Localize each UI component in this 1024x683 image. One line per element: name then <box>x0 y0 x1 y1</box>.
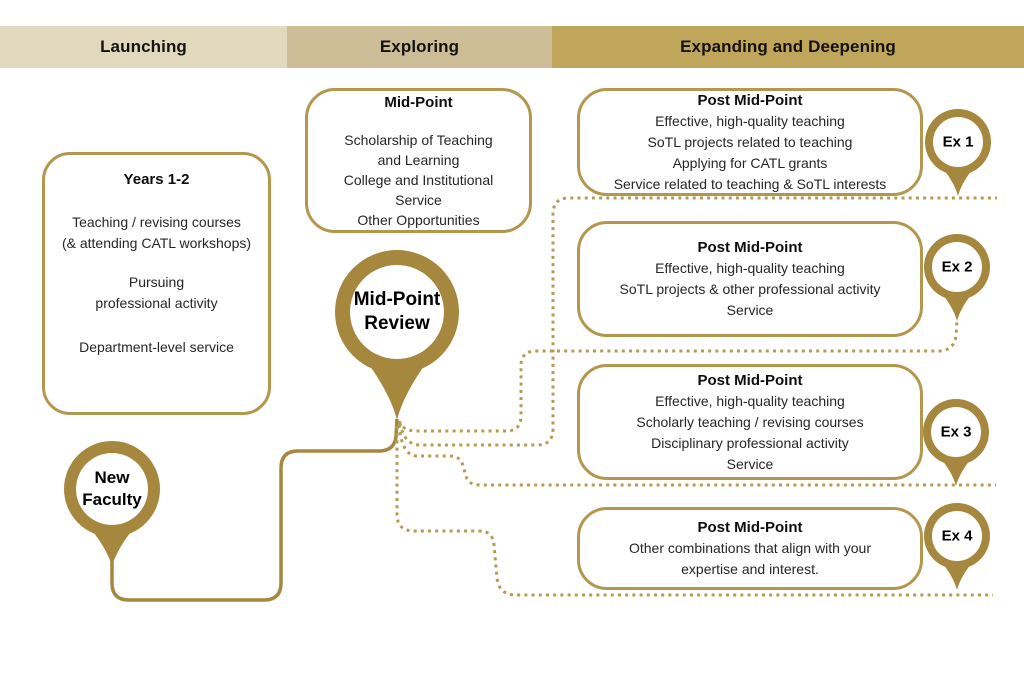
new-faculty-pin-label: New Faculty <box>82 468 142 509</box>
box-line: Other combinations that align with your <box>628 540 871 556</box>
box-line: Other Opportunities <box>357 212 480 228</box>
box-line: Teaching / revising courses <box>72 214 241 230</box>
midpoint-review-pin-label: Mid-Point Review <box>353 289 441 334</box>
ex3-pin <box>923 399 989 486</box>
box-line: Effective, high-quality teaching <box>655 260 845 276</box>
box-title: Post Mid-Point <box>697 519 803 536</box>
box-line: (& attending CATL workshops) <box>61 235 252 251</box>
ex2-pin <box>924 234 990 321</box>
box-line: SoTL projects related to teaching <box>647 133 853 150</box>
box-line: professional activity <box>95 295 218 311</box>
box-line: Scholarly teaching / revising courses <box>636 413 864 430</box>
phase-header-exploring: Exploring <box>287 26 552 68</box>
phase-header-launching: Launching <box>0 26 287 68</box>
ex2-pin-label: Ex 2 <box>941 258 973 276</box>
connector-midpoint-to-ex1 <box>398 196 997 447</box>
box-line: Scholarship of Teaching <box>344 132 493 148</box>
years-1-2-box: Years 1-2 Teaching / revising courses (&… <box>42 152 271 415</box>
box-line: Service <box>395 192 442 208</box>
box-line: Service <box>726 302 774 318</box>
box-title: Years 1-2 <box>123 171 190 188</box>
box-line: College and Institutional <box>343 172 494 188</box>
box-line: Effective, high-quality teaching <box>655 392 845 409</box>
box-line: Service related to teaching & SoTL inter… <box>613 175 887 192</box>
ex3-pin-label: Ex 3 <box>940 423 972 441</box>
box-line: Department-level service <box>79 339 234 355</box>
new-faculty-pin <box>64 441 160 566</box>
box-line: Pursuing <box>128 274 185 290</box>
connector-midpoint-to-ex3 <box>397 424 996 487</box>
post-midpoint-box-ex1: Post Mid-Point Effective, high-quality t… <box>577 88 923 196</box>
mid-point-box: Mid-Point Scholarship of Teaching and Le… <box>305 88 532 233</box>
post-midpoint-box-ex3: Post Mid-Point Effective, high-quality t… <box>577 364 923 480</box>
midpoint-review-pin <box>335 250 459 420</box>
connector-new-faculty-to-midpoint <box>110 418 399 602</box>
post-midpoint-box-ex4: Post Mid-Point Other combinations that a… <box>577 507 923 590</box>
box-title: Post Mid-Point <box>697 91 803 109</box>
box-line: SoTL projects & other professional activ… <box>619 281 881 297</box>
ex4-pin <box>924 503 990 590</box>
connector-midpoint-to-ex2 <box>397 320 959 433</box>
box-line: Effective, high-quality teaching <box>655 112 845 129</box>
ex4-pin-label: Ex 4 <box>941 527 973 545</box>
phase-header-expanding: Expanding and Deepening <box>552 26 1024 68</box>
box-line: expertise and interest. <box>681 561 819 577</box>
ex1-pin-label: Ex 1 <box>942 133 974 151</box>
box-line: and Learning <box>377 152 460 168</box>
box-line: Applying for CATL grants <box>672 154 828 171</box>
post-midpoint-box-ex2: Post Mid-Point Effective, high-quality t… <box>577 221 923 337</box>
box-line: Service <box>726 455 774 472</box>
ex1-pin <box>925 109 991 196</box>
box-title: Post Mid-Point <box>697 239 803 256</box>
box-line: Disciplinary professional activity <box>651 434 849 451</box>
box-title: Mid-Point <box>384 94 453 111</box>
box-title: Post Mid-Point <box>697 371 803 389</box>
